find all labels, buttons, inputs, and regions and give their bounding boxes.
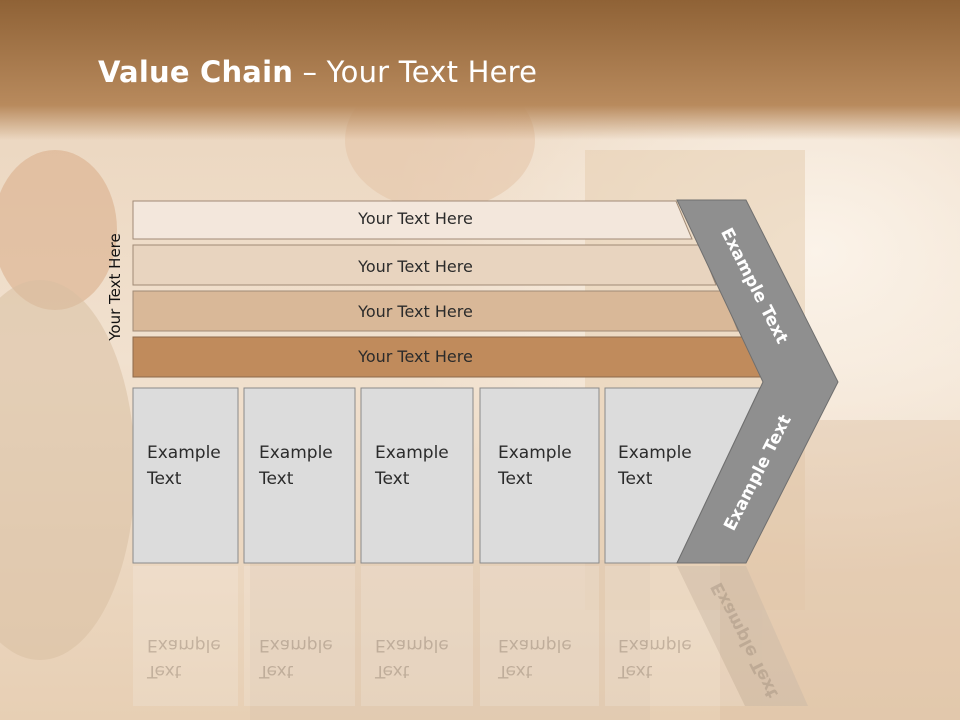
activity-box-3-label: Example Text [375,440,449,492]
activity-box-5-reflection-line1: Example [618,635,692,655]
activity-box-3-line2: Text [375,469,410,489]
support-bar-1[interactable] [132,200,693,240]
activity-box-5-line1: Example [618,443,692,463]
support-bar-1-label: Your Text Here [358,209,473,228]
activity-box-4-label: Example Text [498,440,572,492]
activity-box-3-reflection-line1: Example [375,635,449,655]
support-bar-3[interactable] [132,290,739,332]
activity-box-4[interactable] [479,387,600,564]
activity-box-2-reflection-line2: Text [259,661,294,681]
title-rest: – Your Text Here [293,55,538,89]
activity-box-1-reflection-line2: Text [147,661,182,681]
title-bold: Value Chain [98,55,294,89]
activity-box-3-line1: Example [375,443,449,463]
activity-box-4-reflection-line2: Text [498,661,533,681]
activity-box-1[interactable] [132,387,239,564]
activity-box-1-reflection: Text Example [147,632,221,684]
activity-box-4-line1: Example [498,443,572,463]
support-bar-2-label: Your Text Here [358,257,473,276]
activity-box-4-line2: Text [498,469,533,489]
activity-box-2-reflection-line1: Example [259,635,333,655]
activity-box-4-reflection-line1: Example [498,635,572,655]
chevron-arrow[interactable] [676,199,839,564]
activity-box-2-label: Example Text [259,440,333,492]
activity-box-3-reflection-line2: Text [375,661,410,681]
activity-box-4-reflection: Text Example [498,632,572,684]
support-bar-3-label: Your Text Here [358,302,473,321]
activity-box-3-reflection: Text Example [375,632,449,684]
activity-box-2[interactable] [243,387,356,564]
support-bar-4-label: Your Text Here [358,347,473,366]
activity-box-5-line2: Text [618,469,653,489]
activity-box-5-reflection: Text Example [618,632,692,684]
activity-box-5-reflection-line2: Text [618,661,653,681]
activity-box-1-line2: Text [147,469,182,489]
activity-box-1-line1: Example [147,443,221,463]
title-bar [0,0,960,140]
activity-box-1-label: Example Text [147,440,221,492]
activity-box-1-reflection-line1: Example [147,635,221,655]
activity-box-3[interactable] [360,387,474,564]
activity-box-5-label: Example Text [618,440,692,492]
reflection [133,566,808,706]
activity-box-2-line2: Text [259,469,294,489]
page-title: Value Chain – Your Text Here [98,55,537,89]
activity-box-2-line1: Example [259,443,333,463]
support-bar-2[interactable] [132,244,717,286]
activity-box-2-reflection: Text Example [259,632,333,684]
